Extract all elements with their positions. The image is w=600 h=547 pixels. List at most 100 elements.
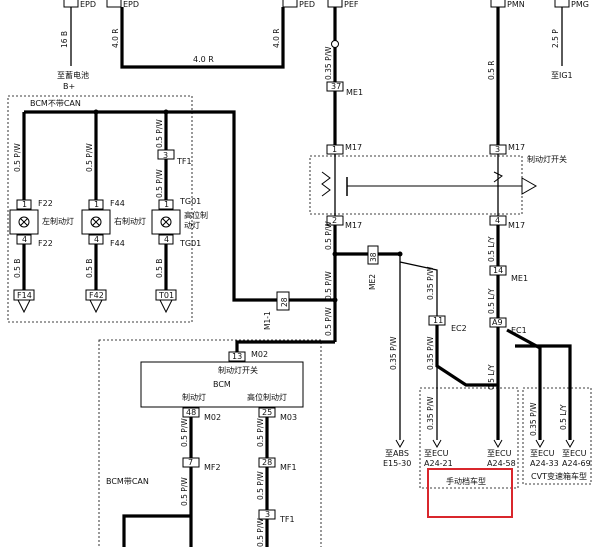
label-abs-1: 至ABS (385, 449, 409, 458)
label-bcm-pin3: 3 (265, 510, 270, 519)
label-ecu-b2: A24-58 (487, 459, 516, 468)
label-a9: A9 (492, 318, 503, 327)
connector-pmg (554, 0, 570, 8)
label-me1-top: ME1 (346, 88, 363, 97)
label-pin4-c: 4 (164, 235, 169, 244)
label-battery-plus: B+ (63, 82, 75, 91)
bcm-pin7 (182, 457, 200, 468)
bcm-pin28 (258, 457, 276, 468)
label-035pw-d: 0.35 P/W (426, 396, 435, 430)
label-05pw-sw-bot: 0.5 P/W (324, 307, 333, 336)
lamp-left-pin1 (16, 199, 32, 210)
pin-a9 (489, 317, 507, 328)
wire-to-ecu-d (515, 344, 572, 440)
connector-pef (327, 0, 343, 8)
label-bcm-mf2: MF2 (204, 463, 221, 472)
label-25p: 2.5 P (551, 29, 560, 48)
connector-epd-right (106, 0, 122, 8)
label-pin1-c: 1 (164, 200, 169, 209)
label-ecu-c1: 至ECU (530, 449, 555, 458)
label-40r-a: 4.0 R (111, 28, 120, 48)
bcm-can-frame (98, 339, 322, 547)
label-switch-pin3: 3 (495, 145, 500, 154)
label-bcm-m03: M03 (280, 413, 297, 422)
label-05ly-bot: 0.5 L/Y (559, 404, 568, 430)
label-ecu-a1: 至ECU (424, 449, 449, 458)
label-035pw-a: 0.35 P/W (389, 336, 398, 370)
brake-switch-frame (309, 155, 523, 215)
label-pin11: 11 (433, 316, 443, 325)
label-ecu-a2: A24-21 (424, 459, 453, 468)
label-f44-bot: F44 (110, 239, 125, 248)
label-ecu-d1: 至ECU (562, 449, 587, 458)
label-bcm-pin25: 25 (262, 408, 272, 417)
label-05pw-d: 0.5 P/W (155, 169, 164, 198)
label-f22-bot: F22 (38, 239, 53, 248)
splice-bus-b (163, 109, 169, 115)
splice-pef (331, 40, 339, 48)
label-pmn: PMN (507, 0, 525, 9)
ground-t01-box (155, 289, 177, 301)
label-ground-f42: F42 (89, 291, 104, 300)
label-brake-switch: 制动灯开关 (527, 154, 567, 164)
label-ecu-b1: 至ECU (487, 449, 512, 458)
arrow-ecu-c-icon (535, 439, 545, 449)
label-05ly-c: 0.5 L/Y (487, 364, 496, 390)
label-40r-h: 4.0 R (193, 55, 214, 64)
label-me1: ME1 (511, 274, 528, 283)
label-035pw-top: 0.35 P/W (324, 46, 333, 80)
label-bcm-pin7: 7 (188, 458, 193, 467)
label-cvt-variant: CVT变速箱车型 (531, 471, 587, 481)
pin-3-tf1 (157, 149, 175, 160)
right-branch: 0.5 L/Y 14 ME1 0.5 L/Y A9 EC1 0.5 L/Y 0.… (383, 225, 592, 518)
label-bcm-pin48: 48 (186, 408, 196, 417)
label-pin1-b: 1 (94, 200, 99, 209)
ground-f42-symbol (89, 299, 103, 314)
label-pin38: 38 (369, 252, 378, 262)
wire-abs-to-ecu (399, 261, 438, 316)
arrow-ecu-d-icon (565, 439, 575, 449)
label-bcm-high-lamp: 高位制动灯 (247, 392, 287, 402)
switch-output-left: 0.5 P/W 38 ME2 0.5 P/W 0.5 P/W 28 M1-1 (263, 221, 403, 342)
label-ecu-d2: A24-69 (562, 459, 591, 468)
wire-bcm-bus (24, 110, 277, 302)
label-bcm-pin13: 13 (232, 352, 242, 361)
label-epd-right: EPD (123, 0, 139, 9)
label-high-lamp-1: 高位制 (184, 210, 208, 220)
label-m17-br: M17 (508, 221, 525, 230)
label-ground-t01: T01 (158, 291, 174, 300)
label-pin14: 14 (493, 266, 503, 275)
label-05r-right: 0.5 R (487, 60, 496, 80)
label-pin37: 37 (331, 82, 341, 91)
lamp-high-cross (162, 218, 170, 226)
label-05pw-c: 0.5 P/W (155, 119, 164, 148)
label-ig1: 至IG1 (551, 71, 573, 80)
label-pin1-a: 1 (22, 200, 27, 209)
label-05pw-sw-left: 0.5 P/W (324, 221, 333, 250)
label-pin3-tf1: 3 (163, 151, 168, 160)
arrow-abs-icon (395, 439, 405, 449)
label-ecu-c2: A24-33 (530, 459, 559, 468)
label-05pw-a: 0.5 P/W (13, 143, 22, 172)
ground-f14-symbol (17, 299, 31, 314)
label-05ly-b: 0.5 L/Y (487, 288, 496, 314)
switch-arrow-icon (521, 177, 538, 195)
label-epd-left: EPD (80, 0, 96, 9)
bcm-no-can-section: BCM不带CAN 0.5 P/W 0.5 P/W 0.5 P/W 0.5 P/W… (7, 95, 277, 323)
label-tg01-top: TG01 (179, 197, 201, 206)
label-left-lamp: 左制动灯 (42, 216, 74, 226)
label-switch-pin4: 4 (495, 216, 500, 225)
wire-ec2-to-ecu-b (435, 325, 498, 387)
brake-switch: 1 M17 3 M17 2 M17 4 M17 制动灯开关 (309, 143, 567, 230)
label-ped: PED (299, 0, 315, 9)
label-can-05pw-d: 0.5 P/W (256, 471, 265, 500)
bcm-can-title: BCM带CAN (106, 477, 149, 486)
pin-14 (489, 265, 507, 276)
wire-switch-to-bcm-in (235, 340, 335, 352)
label-035pw-c: 0.35 P/W (426, 336, 435, 370)
label-bcm-pin28: 28 (262, 458, 272, 467)
label-05pw-b: 0.5 P/W (85, 143, 94, 172)
switch-spring-icon (321, 171, 331, 197)
lamp-high-pin1 (158, 199, 174, 210)
